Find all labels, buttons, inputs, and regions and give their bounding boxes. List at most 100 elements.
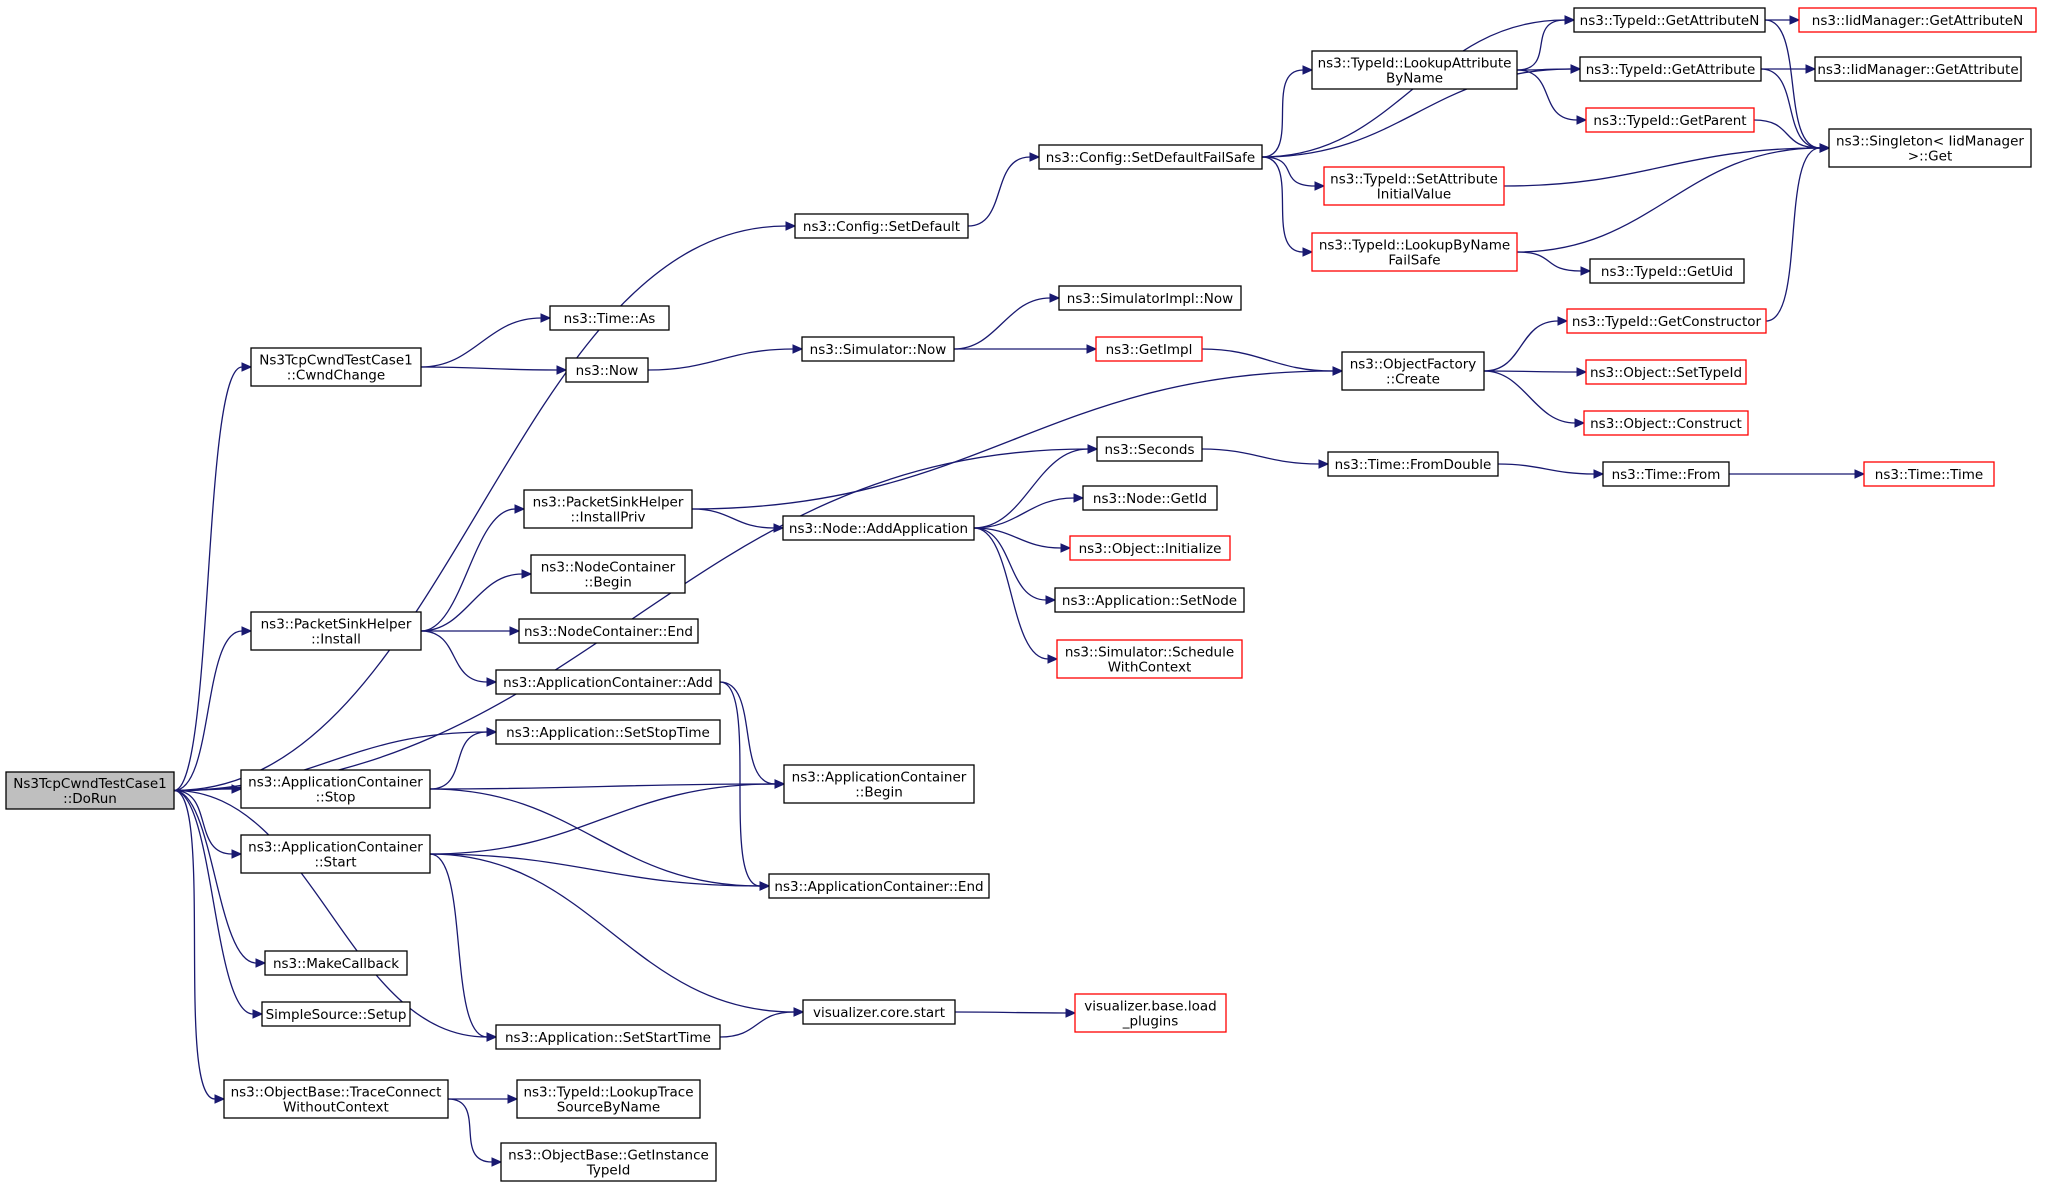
node-box xyxy=(495,1024,721,1050)
node-label-line: ns3::ObjectBase::TraceConnect xyxy=(231,1085,442,1101)
node-config-setdefault[interactable]: ns3::Config::SetDefault xyxy=(794,213,969,239)
node-time-from[interactable]: ns3::Time::From xyxy=(1602,461,1730,487)
edge-time-fromdouble-to-time-from xyxy=(1497,463,1605,479)
node-box xyxy=(1082,485,1218,511)
node-makecallback[interactable]: ns3::MakeCallback xyxy=(264,950,408,976)
node-label-line: TypeId xyxy=(586,1163,631,1179)
node-dorun[interactable]: Ns3TcpCwndTestCase1::DoRun xyxy=(5,771,175,810)
node-typeid-getattributen[interactable]: ns3::TypeId::GetAttributeN xyxy=(1573,7,1766,33)
edge-dorun-to-simplesource-setup xyxy=(173,789,264,1019)
node-seconds[interactable]: ns3::Seconds xyxy=(1096,436,1203,462)
node-label-line: ns3::TypeId::GetUid xyxy=(1601,264,1733,280)
node-object-initialize[interactable]: ns3::Object::Initialize xyxy=(1069,535,1231,561)
node-config-setdefaultfailsafe[interactable]: ns3::Config::SetDefaultFailSafe xyxy=(1038,144,1263,170)
node-applicationcontainer-begin[interactable]: ns3::ApplicationContainer::Begin xyxy=(783,764,975,804)
node-label-line: ns3::ApplicationContainer::Add xyxy=(503,675,713,691)
node-typeid-getuid[interactable]: ns3::TypeId::GetUid xyxy=(1589,258,1745,284)
node-visualizer-base-loadplugins[interactable]: visualizer.base.load_plugins xyxy=(1074,993,1227,1033)
edge-time-from-to-time-time xyxy=(1729,469,1866,479)
node-objectfactory-create[interactable]: ns3::ObjectFactory::Create xyxy=(1341,351,1485,391)
node-label-line: ns3::ApplicationContainer xyxy=(792,770,967,786)
edge-seconds-to-time-fromdouble xyxy=(1201,448,1330,469)
node-label-line: ns3::TypeId::SetAttribute xyxy=(1330,172,1498,188)
edge-applicationcontainer-stop-to-applicationcontainer-begin xyxy=(429,779,786,790)
node-label-line: ns3::Application::SetStartTime xyxy=(505,1030,711,1046)
node-label-line: FailSafe xyxy=(1388,253,1440,269)
node-label-line: ns3::Simulator::Now xyxy=(810,342,947,358)
edge-packetsinkhelper-installpriv-to-objectfactory-create xyxy=(691,366,1344,510)
edge-cwndchange-to-time-as xyxy=(420,313,552,368)
node-application-setstoptime[interactable]: ns3::Application::SetStopTime xyxy=(495,719,721,745)
node-box xyxy=(1311,232,1518,272)
node-applicationcontainer-add[interactable]: ns3::ApplicationContainer::Add xyxy=(495,669,721,695)
node-applicationcontainer-stop[interactable]: ns3::ApplicationContainer::Stop xyxy=(240,769,431,809)
node-label-line: ns3::Time::From xyxy=(1612,467,1721,483)
node-simulator-now[interactable]: ns3::Simulator::Now xyxy=(801,336,955,362)
node-box xyxy=(1095,336,1203,362)
node-label-line: ::Start xyxy=(314,855,356,871)
node-box xyxy=(264,950,408,976)
node-box xyxy=(1814,56,2022,82)
node-cwndchange[interactable]: Ns3TcpCwndTestCase1::CwndChange xyxy=(250,347,422,387)
node-label-line: ns3::Time::FromDouble xyxy=(1335,457,1492,473)
edge-config-setdefaultfailsafe-to-typeid-lookupattributebyname xyxy=(1261,65,1314,158)
node-now[interactable]: ns3::Now xyxy=(565,357,649,383)
node-getimpl[interactable]: ns3::GetImpl xyxy=(1095,336,1203,362)
node-time-time[interactable]: ns3::Time::Time xyxy=(1863,461,1995,487)
node-nodecontainer-begin[interactable]: ns3::NodeContainer::Begin xyxy=(530,554,686,594)
node-box xyxy=(802,999,956,1025)
node-visualizer-core-start[interactable]: visualizer.core.start xyxy=(802,999,956,1025)
node-application-setnode[interactable]: ns3::Application::SetNode xyxy=(1054,587,1245,613)
edge-config-setdefaultfailsafe-to-typeid-lookupbynamefailsafe xyxy=(1261,156,1314,257)
node-time-as[interactable]: ns3::Time::As xyxy=(549,305,670,331)
node-box xyxy=(1573,7,1766,33)
node-object-settypeid[interactable]: ns3::Object::SetTypeId xyxy=(1585,359,1747,385)
edge-cwndchange-to-now xyxy=(420,365,568,375)
node-box xyxy=(495,719,721,745)
edge-packetsinkhelper-install-to-nodecontainer-end xyxy=(420,626,521,636)
node-label-line: ::Stop xyxy=(316,790,356,806)
node-label-line: ns3::Config::SetDefaultFailSafe xyxy=(1046,150,1255,166)
node-label-line: ns3::NodeContainer xyxy=(541,560,676,576)
node-typeid-getattribute[interactable]: ns3::TypeId::GetAttribute xyxy=(1579,56,1762,82)
node-label-line: ns3::ApplicationContainer xyxy=(248,775,423,791)
node-iidmanager-getattributen[interactable]: ns3::IidManager::GetAttributeN xyxy=(1798,7,2037,33)
node-simulatorimpl-now[interactable]: ns3::SimulatorImpl::Now xyxy=(1058,285,1242,311)
edge-applicationcontainer-stop-to-application-setstoptime xyxy=(429,727,498,790)
node-packetsinkhelper-install[interactable]: ns3::PacketSinkHelper::Install xyxy=(250,611,422,651)
node-applicationcontainer-start[interactable]: ns3::ApplicationContainer::Start xyxy=(240,834,431,874)
node-singleton-get[interactable]: ns3::Singleton< IidManager>::Get xyxy=(1828,128,2032,168)
node-label-line: ns3::IidManager::GetAttributeN xyxy=(1812,13,2023,29)
node-label-line: ns3::Config::SetDefault xyxy=(803,219,960,235)
edge-now-to-simulator-now xyxy=(647,344,804,371)
node-application-setstarttime[interactable]: ns3::Application::SetStartTime xyxy=(495,1024,721,1050)
node-box xyxy=(261,1001,411,1027)
node-label-line: ns3::Application::SetNode xyxy=(1062,593,1237,609)
node-iidmanager-getattribute[interactable]: ns3::IidManager::GetAttribute xyxy=(1814,56,2022,82)
node-simplesource-setup[interactable]: SimpleSource::Setup xyxy=(261,1001,411,1027)
node-time-fromdouble[interactable]: ns3::Time::FromDouble xyxy=(1327,451,1499,477)
node-packetsinkhelper-installpriv[interactable]: ns3::PacketSinkHelper::InstallPriv xyxy=(523,489,693,529)
node-nodecontainer-end[interactable]: ns3::NodeContainer::End xyxy=(518,618,699,644)
edge-objectfactory-create-to-object-settypeid xyxy=(1483,367,1588,377)
node-box xyxy=(1863,461,1995,487)
edge-applicationcontainer-start-to-applicationcontainer-end xyxy=(429,853,771,891)
node-objectbase-traceconnectwithoutcontext[interactable]: ns3::ObjectBase::TraceConnectWithoutCont… xyxy=(223,1079,449,1119)
node-applicationcontainer-end[interactable]: ns3::ApplicationContainer::End xyxy=(768,873,990,899)
edge-dorun-to-packetsinkhelper-install xyxy=(173,626,253,792)
node-box xyxy=(794,213,969,239)
node-label-line: ns3::GetImpl xyxy=(1106,342,1193,358)
node-node-addapplication[interactable]: ns3::Node::AddApplication xyxy=(782,515,975,541)
node-typeid-getconstructor[interactable]: ns3::TypeId::GetConstructor xyxy=(1566,308,1767,334)
node-box xyxy=(1058,285,1242,311)
node-node-getid[interactable]: ns3::Node::GetId xyxy=(1082,485,1218,511)
node-typeid-getparent[interactable]: ns3::TypeId::GetParent xyxy=(1585,107,1755,133)
node-object-construct[interactable]: ns3::Object::Construct xyxy=(1583,410,1749,436)
